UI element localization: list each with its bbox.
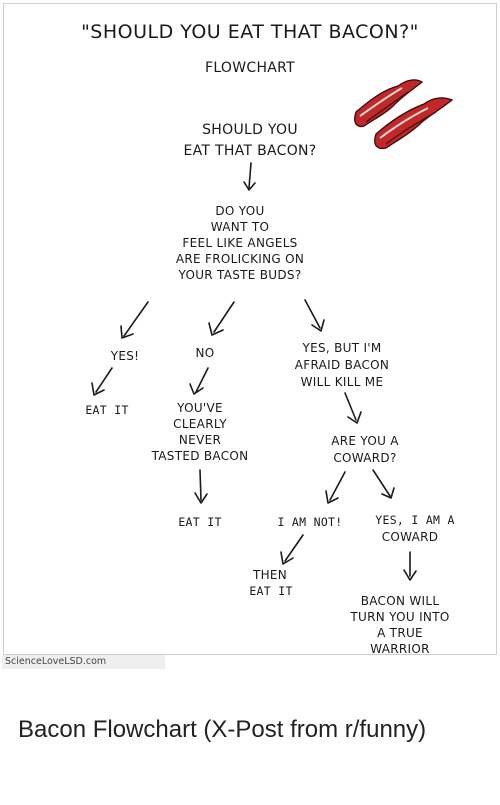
start-question-line-1: SHOULD YOU bbox=[202, 122, 298, 138]
answer-yes-but-3: WILL KILL ME bbox=[300, 375, 384, 389]
warrior-line-1: BACON WILL bbox=[360, 594, 440, 608]
eat-it-never-tasted-result: EAT IT bbox=[178, 515, 222, 529]
start-question-line-2: EAT THAT BACON? bbox=[183, 143, 317, 159]
arrow-to-yes bbox=[120, 301, 149, 339]
bacon-strip-back bbox=[354, 79, 424, 128]
flowchart-title: "SHOULD YOU EAT THAT BACON?" bbox=[81, 21, 419, 43]
arrow-never-tasted-to-eat-it bbox=[194, 469, 208, 504]
coward-question-line-2: COWARD? bbox=[333, 451, 397, 465]
arrow-to-yes-but bbox=[304, 299, 325, 332]
answer-yes-coward-2: COWARD bbox=[381, 530, 439, 544]
question-line-2: WANT TO bbox=[210, 220, 270, 234]
arrow-start-to-question bbox=[243, 162, 256, 191]
never-tasted-line-4: TASTED BACON bbox=[151, 449, 249, 463]
arrow-yes-but-to-coward bbox=[344, 392, 362, 424]
bacon-strip-front bbox=[374, 97, 454, 150]
flowchart-subtitle: FLOWCHART bbox=[204, 60, 296, 76]
then-eat-it-line-1: THEN bbox=[252, 568, 288, 582]
never-tasted-line-2: CLEARLY bbox=[173, 417, 227, 431]
answer-yes-but-2: AFRAID BACON bbox=[294, 358, 390, 372]
coward-question-line-1: ARE YOU A bbox=[331, 434, 399, 448]
source-watermark: ScienceLoveLSD.com bbox=[2, 655, 165, 669]
answer-yes: YES! bbox=[110, 349, 140, 363]
then-eat-it-line-2: EAT IT bbox=[249, 584, 293, 598]
answer-i-am-not: I AM NOT! bbox=[277, 515, 343, 529]
never-tasted-line-3: NEVER bbox=[178, 433, 222, 447]
never-tasted-line-1: YOU'VE bbox=[177, 401, 223, 415]
post-caption: Bacon Flowchart (X-Post from r/funny) bbox=[18, 716, 427, 743]
eat-it-yes-result: EAT IT bbox=[85, 403, 129, 417]
arrow-no-to-never-tasted bbox=[189, 367, 209, 395]
answer-yes-coward-1: YES, I AM A bbox=[375, 513, 455, 527]
arrow-to-no bbox=[208, 301, 235, 336]
question-line-4: ARE FROLICKING ON bbox=[175, 252, 305, 266]
question-line-1: DO YOU bbox=[215, 204, 265, 218]
arrow-i-am-not-to-then-eat-it bbox=[280, 534, 304, 565]
arrow-yes-to-eat-it bbox=[91, 367, 113, 396]
arrow-coward-to-yes-coward bbox=[372, 469, 395, 499]
question-line-3: FEEL LIKE ANGELS bbox=[182, 236, 298, 250]
answer-no: NO bbox=[195, 346, 215, 360]
warrior-line-4: WARRIOR bbox=[370, 642, 430, 656]
arrow-yes-coward-to-warrior bbox=[403, 551, 417, 581]
question-line-5: YOUR TASTE BUDS? bbox=[178, 268, 302, 282]
arrow-coward-to-i-am-not bbox=[325, 471, 346, 504]
warrior-line-3: A TRUE bbox=[377, 626, 423, 640]
warrior-line-2: TURN YOU INTO bbox=[350, 610, 450, 624]
answer-yes-but-1: YES, BUT I'M bbox=[302, 341, 382, 355]
